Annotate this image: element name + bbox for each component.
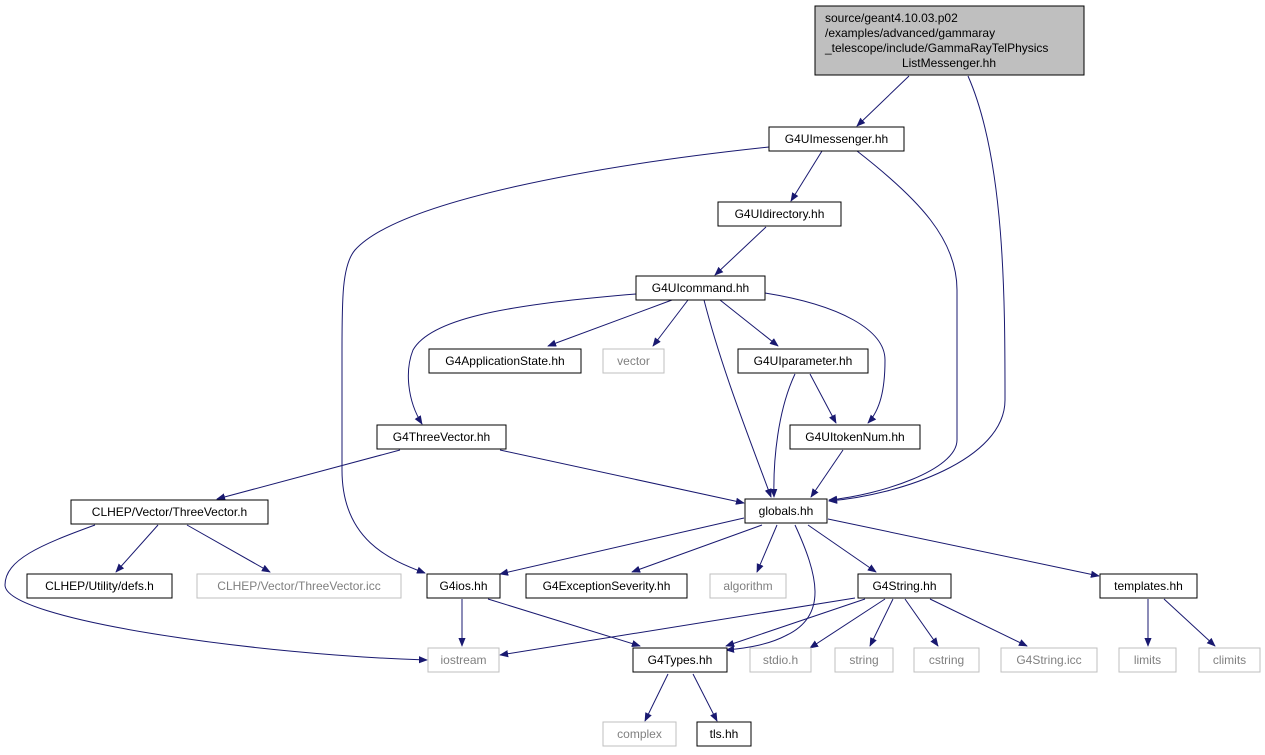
node-label: G4UIparameter.hh (754, 354, 853, 368)
node-string[interactable]: string (834, 647, 894, 673)
root-line-3: _telescope/include/GammaRayTelPhysics (824, 41, 1048, 55)
node-label: CLHEP/Vector/ThreeVector.h (92, 505, 247, 519)
node-cstring[interactable]: cstring (913, 647, 980, 673)
node-label: G4UItokenNum.hh (805, 430, 904, 444)
node-label: G4ApplicationState.hh (445, 354, 564, 368)
node-stdio[interactable]: stdio.h (749, 647, 812, 673)
edge-globals-g4string (807, 524, 877, 573)
node-label: climits (1213, 653, 1246, 667)
node-g4uitokennum[interactable]: G4UItokenNum.hh (789, 424, 921, 450)
node-g4exceptionseverity[interactable]: G4ExceptionSeverity.hh (525, 573, 688, 599)
node-label: complex (617, 727, 662, 741)
node-g4string[interactable]: G4String.hh (857, 573, 952, 599)
edges (4, 75, 1216, 722)
edge-g4uimessenger-g4uidirectory (790, 150, 823, 202)
edge-g4uidirectory-g4uicommand (714, 226, 767, 276)
node-label: G4UIdirectory.hh (735, 207, 825, 221)
edge-g4uicommand-g4uiparameter (719, 299, 779, 347)
edge-g4uiparameter-globals (770, 373, 796, 498)
edge-clhepthreevector-iostream (4, 524, 428, 664)
node-label: G4String.hh (872, 579, 936, 593)
node-clhep-threevector-icc[interactable]: CLHEP/Vector/ThreeVector.icc (196, 573, 402, 599)
edge-g4string-cstring (904, 598, 939, 647)
node-globals[interactable]: globals.hh (744, 498, 828, 524)
node-root-file[interactable]: source/geant4.10.03.p02 /examples/advanc… (814, 5, 1085, 76)
nodes: source/geant4.10.03.p02 /examples/advanc… (26, 5, 1261, 747)
edge-g4string-string (869, 598, 894, 647)
edge-templates-climits (1163, 598, 1216, 647)
edge-clhepthreevector-clhepdefs (115, 524, 159, 573)
node-label: G4String.icc (1016, 653, 1081, 667)
edge-g4string-stdio (809, 598, 886, 649)
edge-root-g4uimessenger (856, 75, 910, 127)
node-label: tls.hh (710, 727, 739, 741)
edge-g4types-complex (644, 673, 669, 722)
node-vector[interactable]: vector (602, 348, 665, 374)
edge-g4threevector-globals (499, 449, 745, 505)
node-complex[interactable]: complex (602, 721, 677, 747)
edge-g4string-g4types (725, 598, 866, 647)
edge-g4uiparameter-g4uitokennum (809, 373, 837, 424)
node-g4uidirectory[interactable]: G4UIdirectory.hh (717, 201, 842, 227)
node-g4types[interactable]: G4Types.hh (632, 647, 728, 673)
node-label: G4UImessenger.hh (785, 132, 888, 146)
node-label: vector (617, 354, 650, 368)
node-limits[interactable]: limits (1118, 647, 1177, 673)
root-line-1: source/geant4.10.03.p02 (825, 11, 958, 25)
edge-g4ios-g4types (487, 598, 641, 648)
node-g4uiparameter[interactable]: G4UIparameter.hh (737, 348, 869, 374)
edge-g4uicommand-g4applicationstate (547, 299, 673, 347)
edge-globals-g4types (725, 524, 816, 653)
edge-g4uimessenger-globals (828, 150, 958, 503)
node-iostream[interactable]: iostream (427, 647, 500, 673)
node-algorithm[interactable]: algorithm (709, 573, 787, 599)
node-label: algorithm (723, 579, 772, 593)
edge-g4uitokennum-globals (810, 449, 844, 498)
edge-g4string-iostream (499, 597, 856, 658)
node-label: G4Types.hh (648, 653, 713, 667)
node-label: stdio.h (763, 653, 798, 667)
edge-clhepthreevector-clhepthreevectoricc (186, 524, 271, 573)
node-label: string (849, 653, 878, 667)
node-label: iostream (440, 653, 486, 667)
node-label: G4ExceptionSeverity.hh (543, 579, 671, 593)
node-label: templates.hh (1114, 579, 1183, 593)
edge-g4uicommand-globals (703, 299, 772, 498)
node-label: globals.hh (759, 504, 814, 518)
node-g4applicationstate[interactable]: G4ApplicationState.hh (428, 348, 582, 374)
node-label: CLHEP/Utility/defs.h (45, 579, 154, 593)
edge-g4types-tls (692, 673, 718, 722)
node-g4uicommand[interactable]: G4UIcommand.hh (635, 275, 766, 301)
edge-g4uicommand-g4threevector (407, 293, 637, 425)
node-g4ios[interactable]: G4ios.hh (426, 573, 501, 599)
node-climits[interactable]: climits (1198, 647, 1261, 673)
node-label: G4ThreeVector.hh (393, 430, 490, 444)
edge-g4string-g4stringicc (929, 598, 1028, 647)
edge-globals-g4exceptionseverity (631, 524, 763, 573)
edge-globals-templates (827, 518, 1100, 578)
edge-g4uimessenger-g4ios (341, 146, 770, 574)
node-label: CLHEP/Vector/ThreeVector.icc (217, 579, 380, 593)
edge-g4threevector-clhepthreevector (216, 449, 401, 501)
edge-root-globals (828, 75, 1006, 504)
node-clhep-threevector-h[interactable]: CLHEP/Vector/ThreeVector.h (70, 499, 269, 525)
root-line-2: /examples/advanced/gammaray (825, 26, 995, 40)
node-clhep-defs[interactable]: CLHEP/Utility/defs.h (26, 573, 173, 599)
node-tls[interactable]: tls.hh (696, 721, 752, 747)
node-templates[interactable]: templates.hh (1099, 573, 1198, 599)
edge-globals-g4ios (499, 517, 745, 576)
root-line-4: ListMessenger.hh (902, 56, 996, 70)
node-g4uimessenger[interactable]: G4UImessenger.hh (768, 126, 905, 152)
node-g4threevector[interactable]: G4ThreeVector.hh (376, 424, 507, 450)
edge-globals-algorithm (756, 524, 778, 573)
node-label: cstring (929, 653, 964, 667)
node-label: limits (1134, 653, 1161, 667)
edge-g4uicommand-g4uitokennum (764, 292, 886, 424)
node-label: G4ios.hh (439, 579, 487, 593)
node-g4string-icc[interactable]: G4String.icc (1000, 647, 1098, 673)
edge-g4uicommand-vector (652, 299, 689, 347)
node-label: G4UIcommand.hh (652, 281, 749, 295)
